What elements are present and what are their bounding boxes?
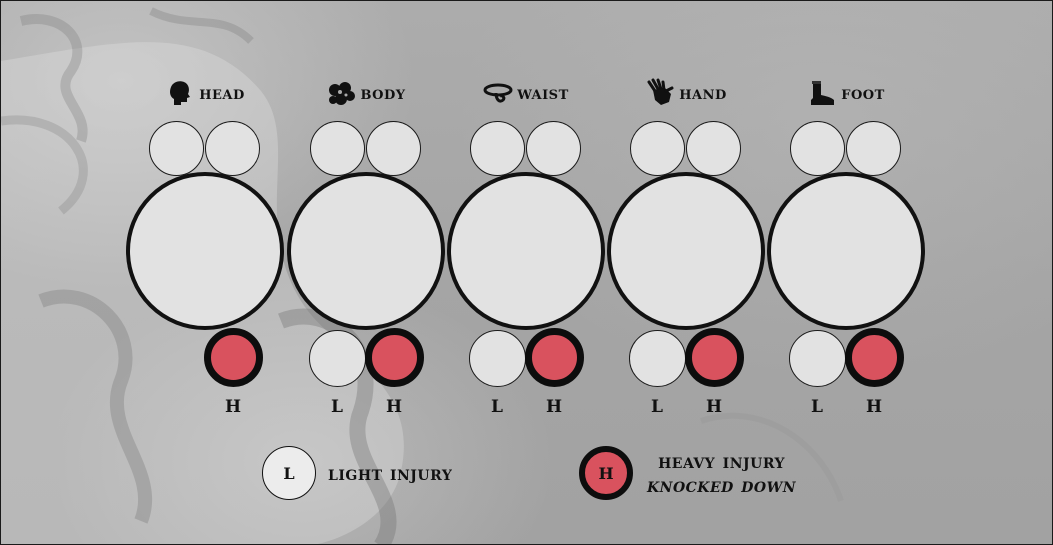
column-body-header: BODY	[286, 75, 446, 111]
column-waist-header: WAIST	[446, 75, 606, 111]
column-head-header: HEAD	[125, 75, 285, 111]
legend-heavy-circle: H	[579, 446, 633, 500]
track-circle-small[interactable]	[205, 121, 260, 176]
column-foot-header: FOOT	[766, 75, 926, 111]
column-waist: WAIST L H	[446, 1, 606, 421]
light-injury-circle[interactable]	[309, 330, 366, 387]
legend-light-injury: L LIGHT INJURY	[262, 446, 452, 500]
heavy-injury-circle[interactable]	[204, 328, 263, 387]
heavy-tag: H	[545, 397, 563, 417]
legend-heavy-label: HEAVY INJURY	[658, 449, 786, 473]
legend-heavy-text: HEAVY INJURY KNOCKED DOWN	[647, 449, 796, 497]
track-circle-small[interactable]	[846, 121, 901, 176]
legend-light-circle: L	[262, 446, 316, 500]
column-body: BODY L H	[286, 1, 446, 421]
hand-icon	[647, 78, 674, 105]
track-circle-small[interactable]	[149, 121, 204, 176]
legend-heavy-sublabel: KNOCKED DOWN	[647, 473, 797, 497]
heavy-tag: H	[385, 397, 403, 417]
track-circle-small[interactable]	[526, 121, 581, 176]
track-circle-large[interactable]	[126, 172, 284, 330]
light-injury-circle[interactable]	[789, 330, 846, 387]
column-label: BODY	[360, 82, 406, 104]
light-tag: L	[331, 397, 343, 417]
track-circle-small[interactable]	[366, 121, 421, 176]
light-tag: L	[491, 397, 503, 417]
column-hand: HAND L H	[606, 1, 766, 421]
column-label: WAIST	[517, 82, 569, 104]
foot-icon	[811, 81, 835, 105]
light-injury-circle[interactable]	[469, 330, 526, 387]
column-label: FOOT	[841, 82, 885, 104]
track-circle-large[interactable]	[607, 172, 765, 330]
column-hand-header: HAND	[606, 75, 766, 111]
heavy-tag: H	[224, 397, 242, 417]
heavy-tag: H	[705, 397, 723, 417]
column-label: HEAD	[199, 82, 245, 104]
column-label: HAND	[679, 82, 727, 104]
light-injury-circle[interactable]	[629, 330, 686, 387]
legend-light-label: LIGHT INJURY	[328, 461, 453, 485]
heavy-injury-circle[interactable]	[525, 328, 584, 387]
track-circle-large[interactable]	[767, 172, 925, 330]
heavy-tag: H	[865, 397, 883, 417]
track-circle-small[interactable]	[310, 121, 365, 176]
track-circle-small[interactable]	[470, 121, 525, 176]
column-foot: FOOT L H	[766, 1, 926, 421]
light-tag: L	[811, 397, 823, 417]
heavy-injury-circle[interactable]	[365, 328, 424, 387]
head-icon	[170, 81, 191, 105]
track-circle-large[interactable]	[287, 172, 445, 330]
legend-heavy-injury: H HEAVY INJURY KNOCKED DOWN	[579, 446, 796, 500]
light-tag: L	[651, 397, 663, 417]
column-head: HEAD H	[125, 1, 285, 421]
heavy-injury-circle[interactable]	[845, 328, 904, 387]
heavy-injury-circle[interactable]	[685, 328, 744, 387]
track-circle-small[interactable]	[686, 121, 741, 176]
track-circle-large[interactable]	[447, 172, 605, 330]
track-circle-small[interactable]	[790, 121, 845, 176]
waist-icon	[483, 83, 513, 103]
body-icon	[329, 82, 356, 105]
track-circle-small[interactable]	[630, 121, 685, 176]
